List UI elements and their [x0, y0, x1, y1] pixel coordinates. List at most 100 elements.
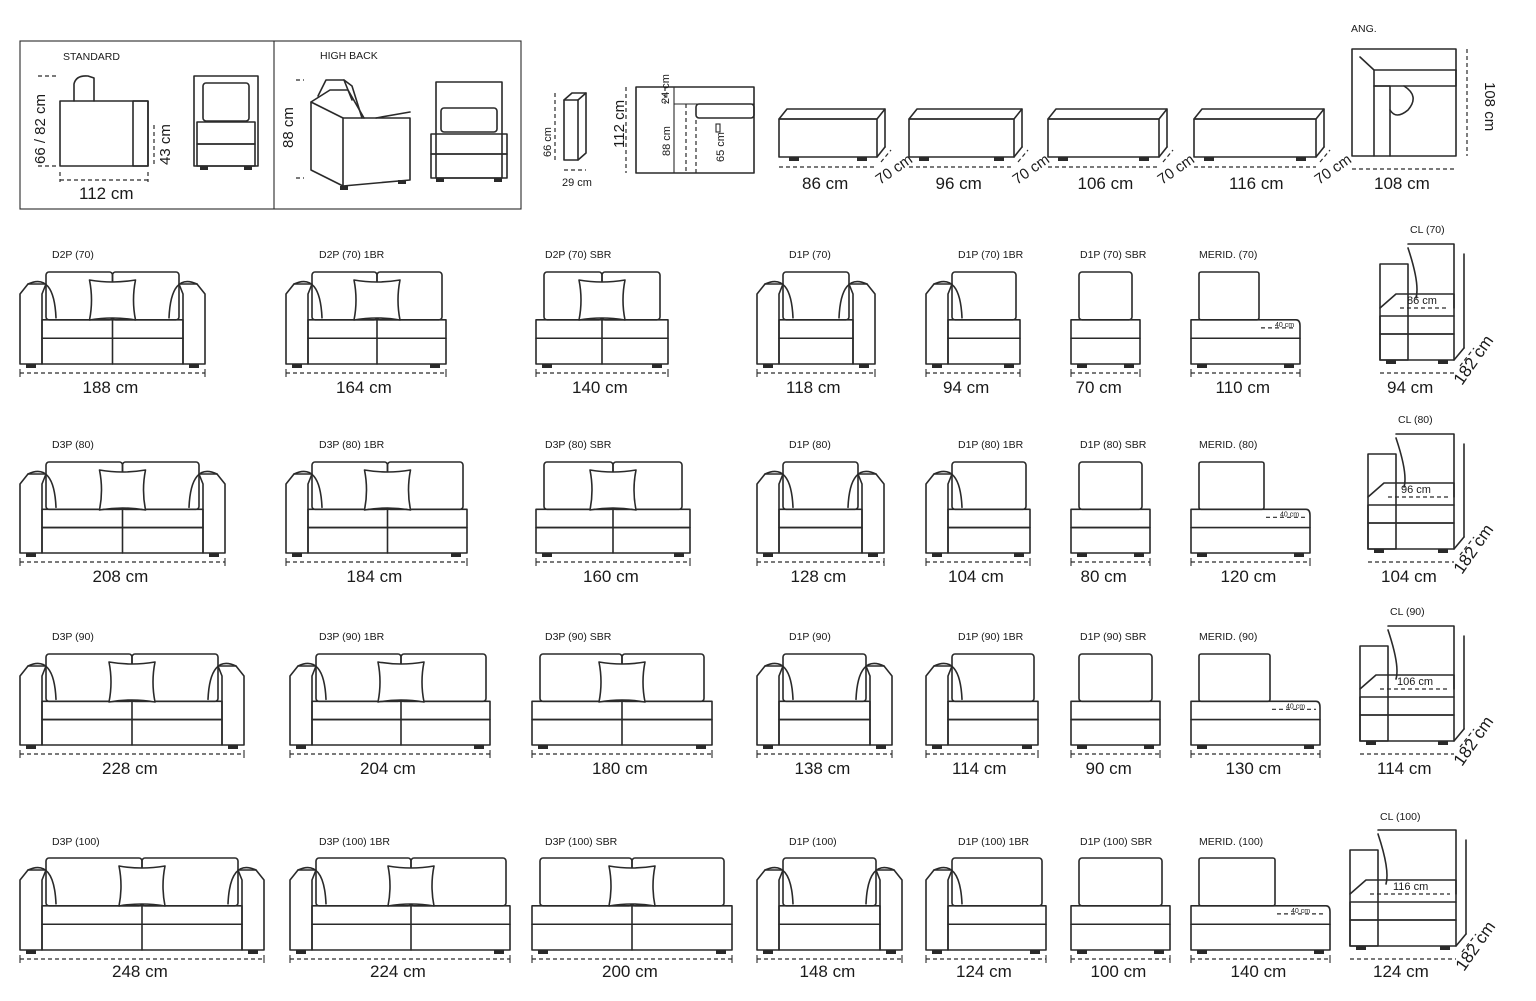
standard-front-view — [193, 75, 259, 170]
section-view — [625, 86, 755, 174]
module-label: D1P (100) — [789, 836, 837, 848]
module-width-label: 148 cm — [800, 962, 856, 981]
module-width-label: 140 cm — [1231, 962, 1287, 981]
module-label: CL (70) — [1410, 224, 1445, 236]
cl-width-label: 124 cm — [1373, 962, 1429, 981]
module-d1: D1P (100) 148 cm — [756, 836, 903, 981]
module-label: D3P (80) 1BR — [319, 439, 385, 451]
armrest-width-label: 29 cm — [562, 177, 592, 189]
standard-seat-label: 43 cm — [157, 124, 174, 165]
module-d1: D1P (70)118 cm — [756, 249, 876, 397]
module-width-label: 180 cm — [592, 759, 648, 778]
module-label: D3P (90) SBR — [545, 631, 612, 643]
high-back-title: HIGH BACK — [320, 50, 378, 62]
module-label: D3P (90) 1BR — [319, 631, 385, 643]
module-label: D3P (80) SBR — [545, 439, 612, 451]
ottoman-width-label: 96 cm — [936, 174, 982, 193]
module-label: D1P (80) — [789, 439, 831, 451]
ottoman-depth-label: 70 cm — [1312, 151, 1355, 188]
module-width-label: 110 cm — [1216, 378, 1271, 397]
ottoman-2: 96 cm 70 cm — [908, 108, 1053, 193]
corner-title: ANG. — [1351, 23, 1377, 35]
ottoman-4: 116 cm 70 cm — [1193, 108, 1355, 193]
module-label: D1P (90) SBR — [1080, 631, 1147, 643]
cl-inner-label: 96 cm — [1401, 484, 1431, 496]
module-d: D3P (90)228 cm — [19, 631, 245, 778]
module-label: D2P (70) SBR — [545, 249, 612, 261]
standard-title: STANDARD — [63, 51, 120, 63]
module-br: D3P (80) 1BR 184 cm — [285, 439, 468, 586]
module-width-label: 90 cm — [1086, 759, 1132, 778]
ottoman-width-label: 116 cm — [1229, 174, 1284, 193]
module-width-label: 120 cm — [1221, 567, 1277, 586]
module-width-label: 100 cm — [1091, 962, 1147, 981]
module-width-label: 104 cm — [948, 567, 1004, 586]
ottoman-depth-label: 70 cm — [1155, 151, 1198, 188]
module-width-label: 208 cm — [93, 567, 149, 586]
module-d: D3P (80)208 cm — [19, 439, 226, 586]
module-width-label: 248 cm — [112, 962, 168, 981]
module-merid: MERID. (90) 40 cm 130 cm — [1190, 631, 1321, 778]
merid-depth-label: 40 cm — [1275, 322, 1294, 329]
module-d1sbr: D1P (90) SBR 90 cm — [1070, 631, 1161, 778]
module-d1sbr: D1P (70) SBR 70 cm — [1070, 249, 1147, 397]
high-back-front-view — [430, 81, 508, 182]
module-label: D1P (80) SBR — [1080, 439, 1147, 451]
cl-inner-label: 86 cm — [1407, 295, 1437, 307]
merid-depth-label: 40 cm — [1286, 703, 1305, 710]
module-label: CL (100) — [1380, 811, 1420, 823]
corner-height-label: 108 cm — [1481, 82, 1498, 131]
cl-inner-label: 116 cm — [1393, 881, 1428, 893]
standard-depth-label: 112 cm — [79, 184, 134, 203]
module-label: CL (80) — [1398, 414, 1433, 426]
module-label: D1P (70) SBR — [1080, 249, 1147, 261]
panel-frame — [19, 40, 522, 210]
module-width-label: 124 cm — [956, 962, 1012, 981]
module-label: D1P (90) 1BR — [958, 631, 1024, 643]
section-inner-label: 88 cm — [661, 126, 673, 156]
module-d: D2P (70) 188 cm — [19, 249, 206, 397]
cl-depth-label: 182 cm — [1452, 918, 1500, 975]
module-width-label: 164 cm — [336, 378, 392, 397]
module-width-label: 70 cm — [1076, 378, 1122, 397]
module-d: D3P (100)248 cm — [19, 836, 265, 981]
module-label: D3P (100) 1BR — [319, 836, 390, 848]
module-width-label: 200 cm — [602, 962, 658, 981]
module-label: MERID. (90) — [1199, 631, 1257, 643]
cl-width-label: 94 cm — [1387, 378, 1433, 397]
module-d1: D1P (90)138 cm — [756, 631, 893, 778]
module-label: D1P (70) — [789, 249, 831, 261]
module-width-label: 188 cm — [83, 378, 139, 397]
high-back-iso-view — [296, 79, 411, 190]
cl-inner-label: 106 cm — [1397, 676, 1433, 688]
module-label: D2P (70) — [52, 249, 94, 261]
module-width-label: 130 cm — [1226, 759, 1282, 778]
ottoman-depth-label: 70 cm — [1010, 151, 1053, 188]
module-width-label: 184 cm — [347, 567, 403, 586]
section-top-label: 24 cm — [660, 74, 672, 104]
